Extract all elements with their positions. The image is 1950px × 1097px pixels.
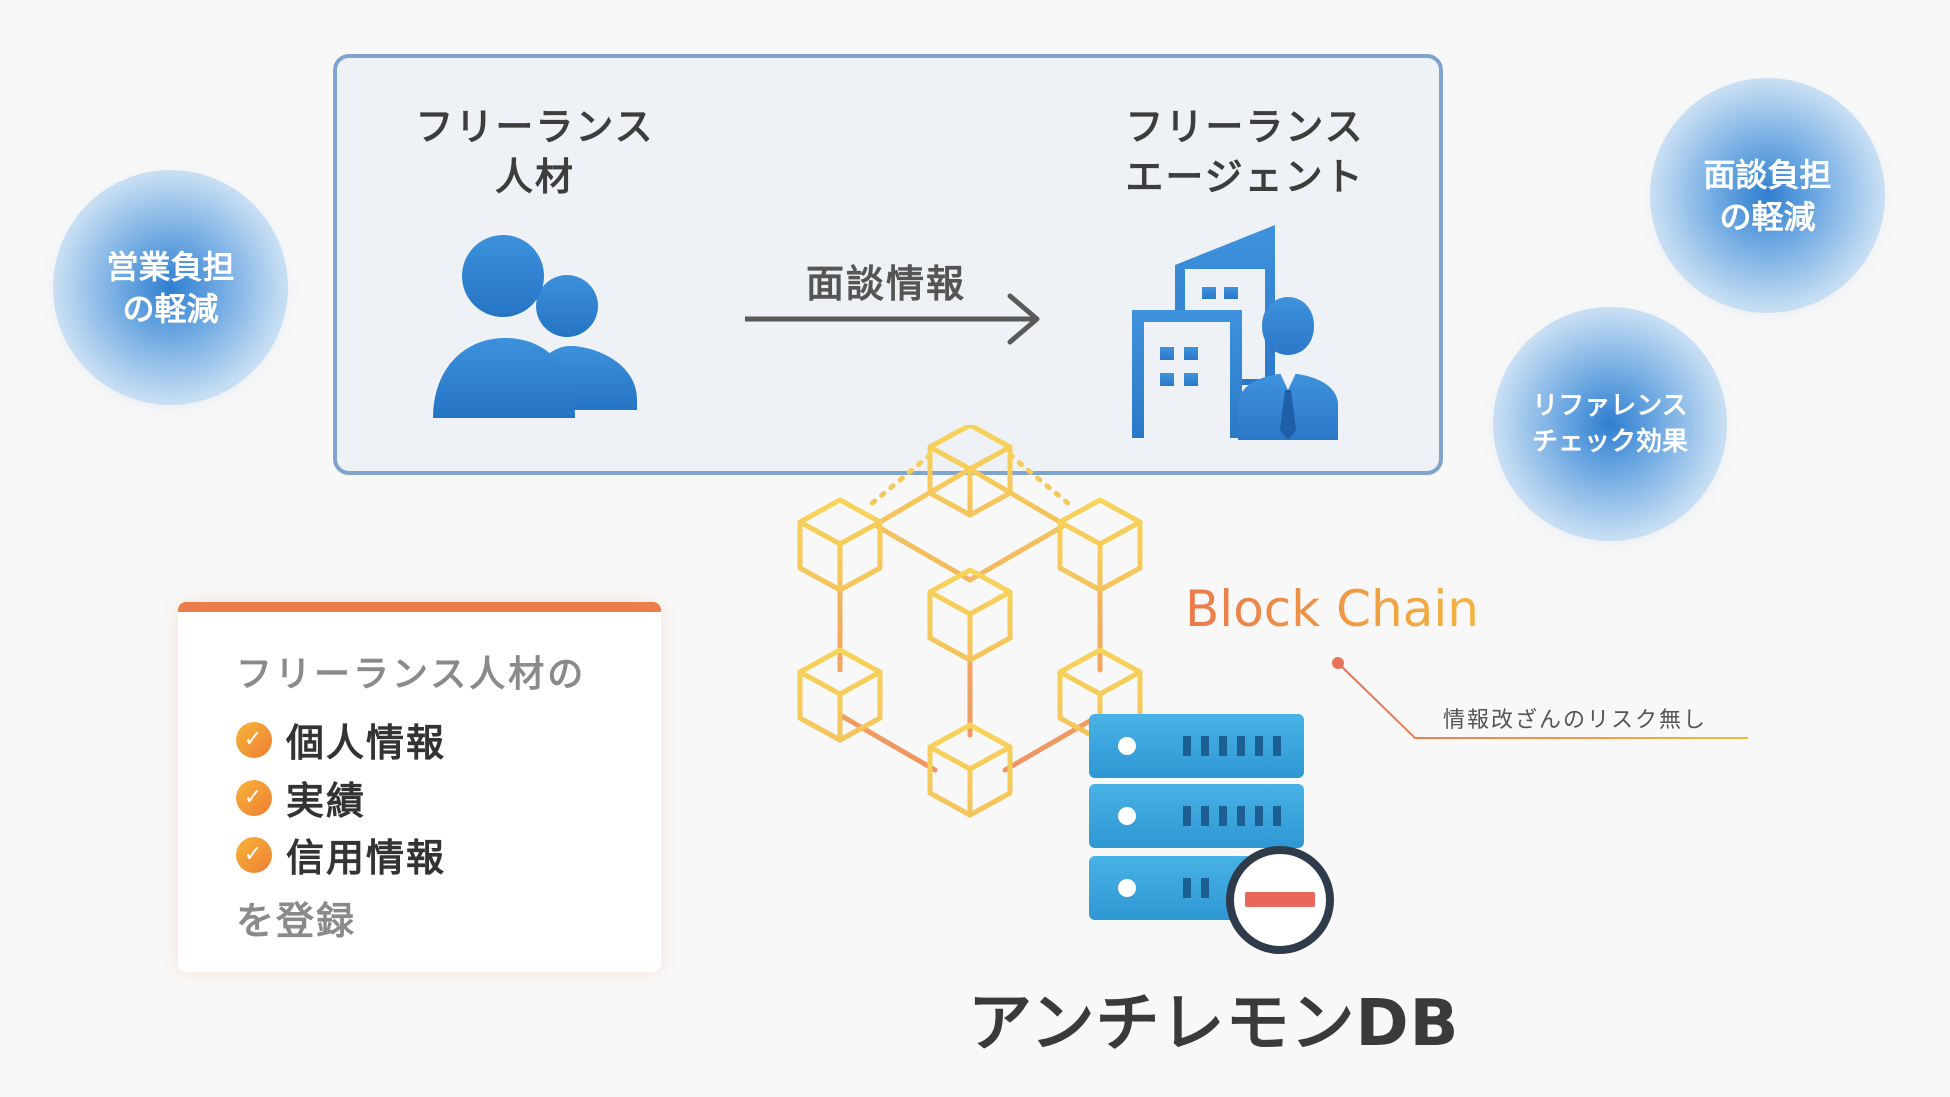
bubble-interview-burden-line2: の軽減 (1719, 197, 1816, 236)
blockchain-note: 情報改ざんのリスク無し (1443, 708, 1708, 733)
office-building-person-icon (1132, 225, 1338, 440)
card-item: ✓ 個人情報 (236, 712, 446, 767)
database-title: アンチレモンDB (968, 987, 1460, 1061)
bubble-sales-burden: 営業負担 の軽減 (53, 170, 288, 405)
arrow-right-icon (745, 293, 1040, 345)
target-label: フリーランス エージェント (1110, 102, 1380, 202)
card-intro: フリーランス人材の (236, 654, 587, 695)
source-label-line2: 人材 (494, 155, 575, 199)
people-icon (433, 235, 637, 418)
source-label: フリーランス 人材 (400, 102, 670, 202)
callout-line (1332, 657, 1748, 739)
arrow-label: 面談情報 (806, 262, 967, 306)
bubble-sales-burden-line2: の軽減 (122, 289, 219, 328)
card-item-label: 実績 (286, 779, 367, 823)
card-item-label: 信用情報 (286, 836, 447, 880)
card-outro: を登録 (236, 899, 357, 943)
blockchain-cubes-icon (797, 425, 1143, 818)
target-label-line1: フリーランス (1125, 105, 1365, 149)
checkmark-icon: ✓ (236, 721, 272, 758)
checkmark-icon: ✓ (236, 779, 272, 816)
bubble-interview-burden-line1: 面談負担 (1703, 155, 1832, 194)
bubble-reference-check-line2: チェック効果 (1531, 427, 1688, 457)
bubble-interview-burden: 面談負担 の軽減 (1650, 78, 1885, 313)
bubble-reference-check: リファレンス チェック効果 (1493, 307, 1727, 541)
server-blocked-icon (1089, 714, 1334, 954)
bubble-reference-check-line1: リファレンス (1532, 391, 1688, 421)
target-label-line2: エージェント (1125, 155, 1365, 199)
source-label-line1: フリーランス (415, 105, 655, 149)
card-item-label: 個人情報 (286, 721, 447, 765)
card-item: ✓ 信用情報 (236, 827, 446, 882)
checkmark-icon: ✓ (236, 836, 272, 873)
bubble-sales-burden-line1: 営業負担 (106, 247, 235, 286)
blockchain-title: Block Chain (1185, 580, 1479, 638)
card-item: ✓ 実績 (236, 770, 366, 825)
